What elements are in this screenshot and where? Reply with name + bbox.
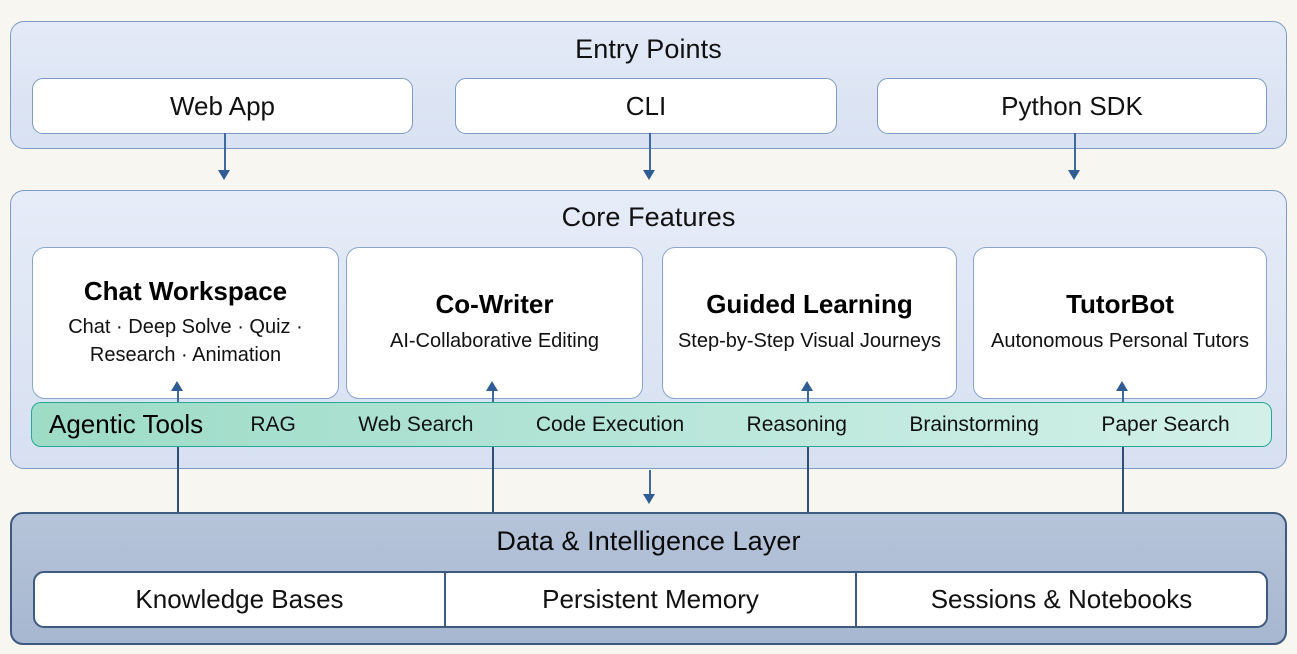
connector-tools-to-guided-learning — [807, 390, 809, 403]
feature-subtitle: Autonomous Personal Tutors — [991, 330, 1249, 352]
core-features-panel: Core Features Chat Workspace Chat · Deep… — [10, 190, 1287, 469]
agentic-tool-reasoning[interactable]: Reasoning — [746, 412, 847, 436]
arrow-tools-to-guided-learning — [801, 381, 813, 391]
connector-python-sdk-to-core — [1074, 133, 1076, 173]
data-store-persistent-memory[interactable]: Persistent Memory — [444, 573, 855, 626]
feature-card-guided-learning[interactable]: Guided Learning Step-by-Step Visual Jour… — [662, 247, 957, 399]
data-layer-title: Data & Intelligence Layer — [496, 526, 801, 556]
connector-tools-to-data-1 — [177, 447, 179, 512]
entry-box-python-sdk[interactable]: Python SDK — [877, 78, 1267, 134]
entry-box-web-app[interactable]: Web App — [32, 78, 413, 134]
feature-card-co-writer[interactable]: Co-Writer AI-Collaborative Editing — [346, 247, 643, 399]
agentic-tools-heading: Agentic Tools — [49, 409, 204, 439]
data-store-sessions-notebooks[interactable]: Sessions & Notebooks — [855, 573, 1266, 626]
arrow-web-app-to-core — [218, 170, 230, 180]
feature-subtitle: Step-by-Step Visual Journeys — [677, 330, 942, 352]
connector-tools-to-data-3 — [807, 447, 809, 512]
feature-card-tutorbot[interactable]: TutorBot Autonomous Personal Tutors — [973, 247, 1267, 399]
entry-points-panel: Entry Points Web App CLI Python SDK — [10, 21, 1287, 149]
core-features-title: Core Features — [561, 202, 736, 232]
data-stores-row: Knowledge Bases Persistent Memory Sessio… — [33, 571, 1268, 628]
agentic-tool-web-search[interactable]: Web Search — [358, 412, 474, 436]
connector-web-app-to-core — [224, 133, 226, 173]
feature-title: Co-Writer — [435, 289, 554, 320]
agentic-tools-list: RAG Web Search Code Execution Reasoning … — [203, 413, 1271, 437]
agentic-tools-bar[interactable]: Agentic Tools RAG Web Search Code Execut… — [31, 402, 1272, 447]
data-intelligence-layer-panel: Data & Intelligence Layer Knowledge Base… — [10, 512, 1287, 645]
entry-points-title: Entry Points — [575, 34, 722, 64]
entry-box-cli[interactable]: CLI — [455, 78, 837, 134]
connector-tools-to-chat-workspace — [177, 390, 179, 403]
feature-title: TutorBot — [1066, 289, 1174, 320]
arrow-cli-to-core — [643, 170, 655, 180]
connector-tools-to-data-2 — [492, 447, 494, 512]
feature-card-chat-workspace[interactable]: Chat Workspace Chat · Deep Solve · Quiz … — [32, 247, 339, 399]
feature-title: Guided Learning — [706, 289, 913, 320]
agentic-tool-brainstorming[interactable]: Brainstorming — [909, 412, 1039, 436]
agentic-tool-paper-search[interactable]: Paper Search — [1101, 412, 1230, 436]
arrow-tools-to-tutorbot — [1116, 381, 1128, 391]
feature-title: Chat Workspace — [83, 275, 288, 306]
connector-cli-to-core — [649, 133, 651, 173]
connector-core-to-data-center — [649, 470, 651, 498]
feature-subtitle: AI-Collaborative Editing — [390, 330, 599, 352]
connector-tools-to-tutorbot — [1122, 390, 1124, 403]
arrow-core-to-data-center — [643, 494, 655, 504]
agentic-tool-rag[interactable]: RAG — [250, 412, 296, 436]
connector-tools-to-data-4 — [1122, 447, 1124, 512]
arrow-tools-to-chat-workspace — [171, 381, 183, 391]
data-store-knowledge-bases[interactable]: Knowledge Bases — [135, 584, 344, 614]
connector-tools-to-co-writer — [492, 390, 494, 403]
feature-subtitle: Chat · Deep Solve · Quiz · Research · An… — [68, 316, 303, 366]
arrow-python-sdk-to-core — [1068, 170, 1080, 180]
arrow-tools-to-co-writer — [486, 381, 498, 391]
agentic-tool-code-execution[interactable]: Code Execution — [535, 412, 685, 436]
